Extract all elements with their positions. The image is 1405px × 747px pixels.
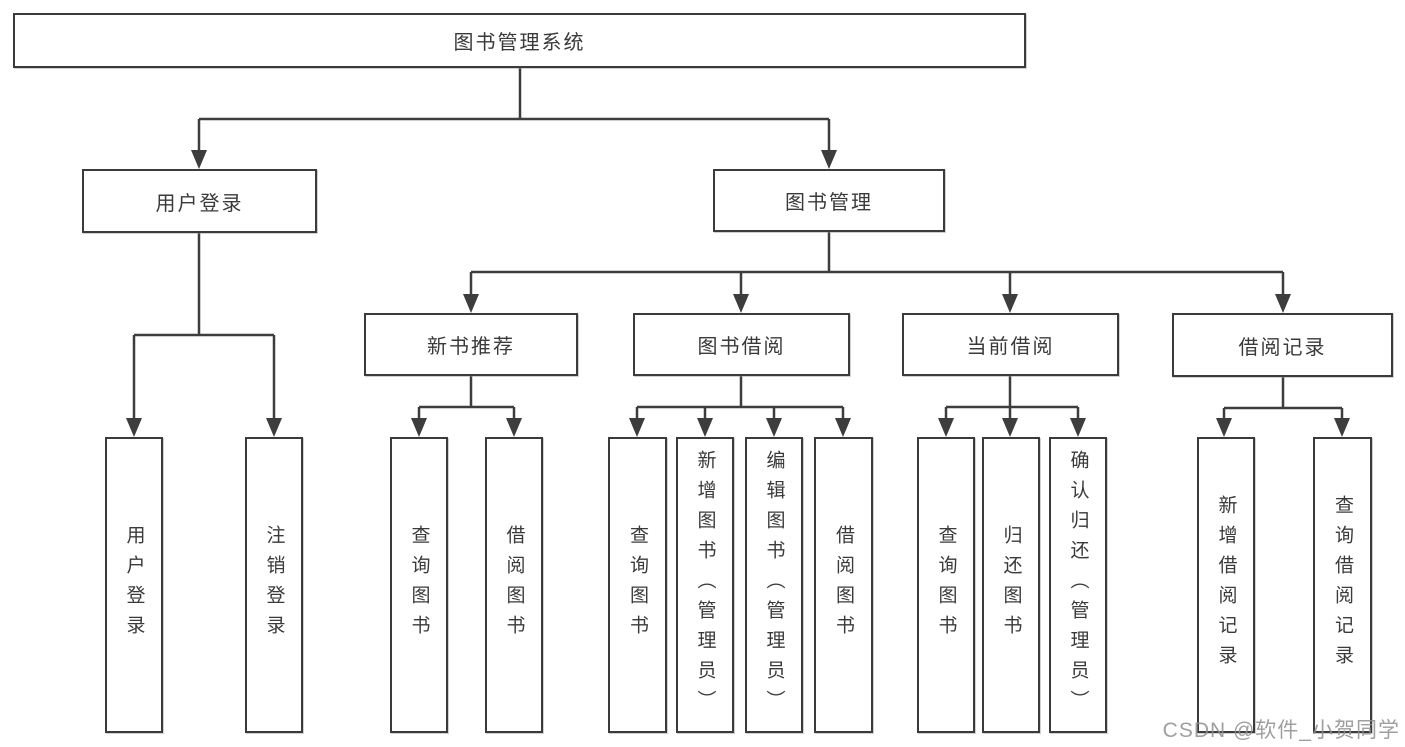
arrowhead-icon (938, 418, 954, 437)
node-label: 当前借阅 (966, 336, 1055, 358)
node-library-system: 图书管理系统 (13, 13, 1026, 68)
arrowhead-icon (835, 418, 851, 437)
leaf-current-query-books: 查询图书 (917, 437, 975, 733)
watermark: CSDN @软件_小贺同学 (1162, 719, 1400, 742)
leaf-logout: 注销登录 (245, 437, 303, 733)
connector-paths (132, 68, 1344, 424)
leaf-newbook-query-books: 查询图书 (390, 437, 448, 733)
arrowhead-icon (1334, 418, 1350, 437)
leaf-borrow-borrow-books: 借阅图书 (814, 437, 873, 733)
node-label: 借阅图书 (503, 525, 525, 645)
arrowhead-icon (191, 150, 207, 169)
node-label: 用户登录 (155, 192, 244, 215)
arrowhead-icon (766, 418, 782, 437)
node-label: 查询图书 (408, 525, 430, 645)
node-label: 确认归还（管理员） (1067, 450, 1089, 720)
leaf-borrow-edit-books-admin: 编辑图书（管理员） (745, 437, 803, 733)
node-label: 查询图书 (627, 525, 648, 645)
connector-new-book-to-leaves (417, 376, 516, 424)
leaf-current-return-books: 归还图书 (982, 437, 1040, 733)
leaf-records-add-record: 新增借阅记录 (1197, 437, 1255, 733)
node-label: 图书管理系统 (453, 32, 586, 54)
node-current-borrowing: 当前借阅 (902, 313, 1119, 376)
arrowhead-icon (126, 418, 142, 437)
node-label: 新增借阅记录 (1215, 495, 1237, 675)
node-label: 新书推荐 (427, 336, 515, 358)
connector-user-login-to-leaves (132, 233, 276, 424)
connector-root-to-level2 (197, 68, 831, 156)
connector-borrow-records-to-leaves (1222, 377, 1344, 424)
leaf-records-query-record: 查询借阅记录 (1313, 437, 1372, 733)
node-book-borrowing: 图书借阅 (633, 313, 850, 376)
node-user-login: 用户登录 (82, 169, 317, 233)
arrowhead-icon (629, 418, 645, 437)
node-label: 查询图书 (935, 525, 957, 645)
leaf-borrow-add-books-admin: 新增图书（管理员） (676, 437, 734, 733)
arrowhead-icon (1216, 418, 1232, 437)
node-label: 用户登录 (123, 525, 145, 645)
arrowhead-icon (821, 150, 837, 169)
leaf-current-confirm-return-admin: 确认归还（管理员） (1049, 437, 1107, 733)
arrowhead-icon (697, 418, 713, 437)
node-label: 编辑图书（管理员） (763, 450, 785, 720)
node-label: 图书借阅 (697, 336, 786, 358)
arrowhead-icon (1002, 418, 1018, 437)
node-book-management: 图书管理 (713, 169, 945, 232)
leaf-newbook-borrow-books: 借阅图书 (485, 437, 543, 733)
node-borrowing-records: 借阅记录 (1172, 313, 1393, 377)
node-label: 注销登录 (263, 525, 285, 645)
node-label: 借阅记录 (1238, 336, 1327, 359)
leaf-borrow-query-books: 查询图书 (608, 437, 667, 733)
arrowhead-icon (506, 418, 522, 437)
leaf-user-login: 用户登录 (105, 437, 163, 733)
node-label: 借阅图书 (833, 525, 854, 645)
arrowheads (126, 150, 1350, 437)
arrowhead-icon (1002, 294, 1018, 313)
node-label: 新增图书（管理员） (694, 450, 716, 720)
connector-current-borrow-to-leaves (944, 376, 1080, 424)
node-label: 查询借阅记录 (1332, 495, 1353, 675)
connector-book-borrow-to-leaves (635, 376, 845, 424)
node-label: 归还图书 (1000, 525, 1022, 645)
node-label: 图书管理 (785, 192, 873, 214)
arrowhead-icon (1070, 418, 1086, 437)
arrowhead-icon (266, 418, 282, 437)
arrowhead-icon (411, 418, 427, 437)
arrowhead-icon (733, 294, 749, 313)
arrowhead-icon (463, 294, 479, 313)
node-new-book-recommend: 新书推荐 (364, 313, 578, 376)
arrowhead-icon (1275, 294, 1291, 313)
connector-book-mgmt-to-level3 (469, 232, 1285, 300)
